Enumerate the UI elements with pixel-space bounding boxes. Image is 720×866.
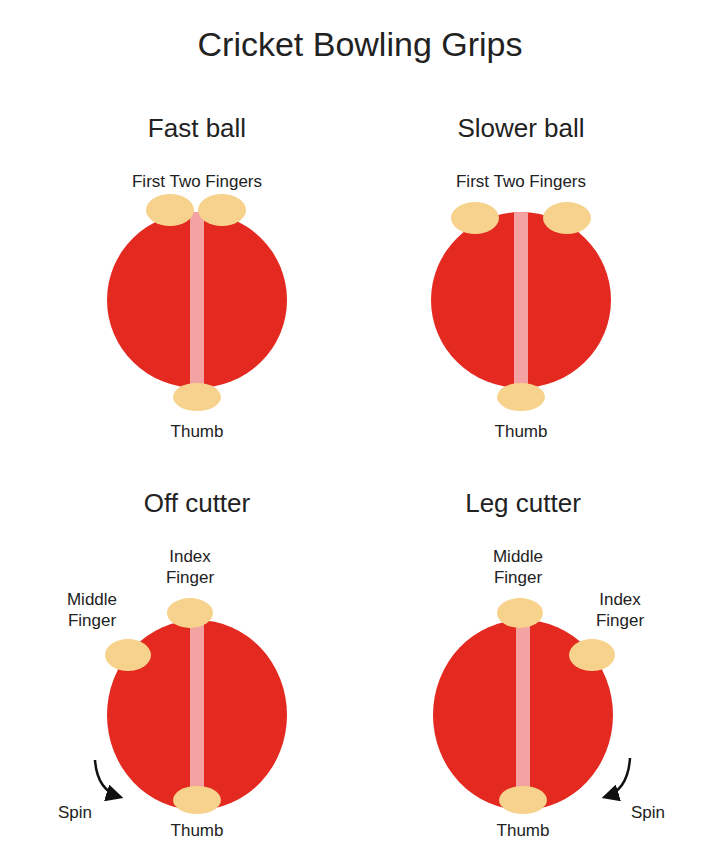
finger-pad xyxy=(198,194,246,226)
spin-arrow xyxy=(95,760,120,797)
grip-heading: Off cutter xyxy=(77,485,317,521)
grip-label: Spin xyxy=(631,802,665,823)
grip-label: Spin xyxy=(58,802,92,823)
finger-pad xyxy=(173,383,221,411)
ball-illustration xyxy=(401,110,641,415)
ball-grip: Slower ball xyxy=(401,110,641,415)
finger-pad xyxy=(451,202,499,234)
spin-arrow xyxy=(605,758,630,797)
finger-pad xyxy=(497,598,543,628)
ball-illustration xyxy=(77,485,317,820)
seam xyxy=(514,212,528,388)
finger-pad xyxy=(569,639,615,671)
finger-pad xyxy=(497,383,545,411)
finger-pad xyxy=(167,598,213,628)
grip-label: Thumb xyxy=(497,820,550,841)
ball-illustration xyxy=(403,485,643,820)
seam xyxy=(516,620,530,810)
finger-pad xyxy=(105,639,151,671)
grip-label: First Two Fingers xyxy=(132,171,262,192)
seam xyxy=(190,212,204,388)
finger-pad xyxy=(146,194,194,226)
grip-label: Middle Finger xyxy=(57,589,127,631)
grip-label: Middle Finger xyxy=(483,546,553,588)
ball xyxy=(107,212,287,388)
seam xyxy=(190,620,204,810)
ball-illustration xyxy=(77,110,317,415)
finger-pad xyxy=(543,202,591,234)
ball-grip: Fast ball xyxy=(77,110,317,415)
grip-label: Index Finger xyxy=(155,546,225,588)
ball xyxy=(431,212,611,388)
grip-heading: Slower ball xyxy=(401,110,641,146)
grip-label: Thumb xyxy=(495,421,548,442)
grip-heading: Leg cutter xyxy=(403,485,643,521)
grip-heading: Fast ball xyxy=(77,110,317,146)
grip-label: First Two Fingers xyxy=(456,171,586,192)
grip-label: Index Finger xyxy=(585,589,655,631)
finger-pad xyxy=(499,786,547,814)
finger-pad xyxy=(173,786,221,814)
grip-label: Thumb xyxy=(171,820,224,841)
ball-grip: Leg cutter xyxy=(403,485,643,820)
grip-label: Thumb xyxy=(171,421,224,442)
ball-grip: Off cutter xyxy=(77,485,317,820)
title: Cricket Bowling Grips xyxy=(0,22,720,66)
